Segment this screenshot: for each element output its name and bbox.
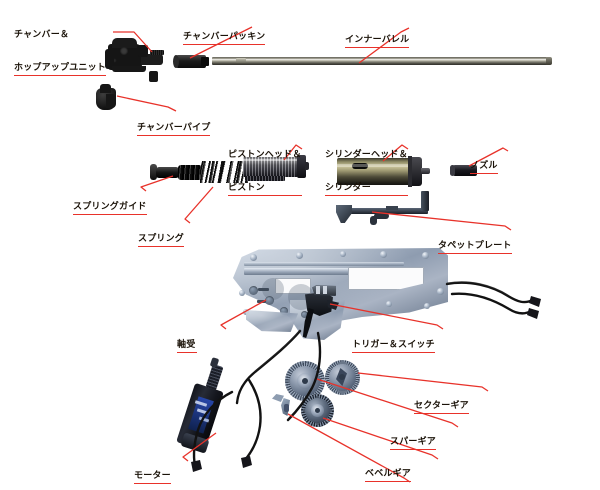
label-chamber-hopup: チャンバー＆ ホップアップユニット xyxy=(14,8,107,98)
label-bevel-gear: ベベルギア xyxy=(365,447,412,490)
label-anti-reversal-latch: 逆転防止ラッチ xyxy=(333,470,397,490)
hopup-small-block xyxy=(149,71,158,82)
label-chamber-pipe: チャンバーパイプ xyxy=(137,101,211,158)
label-motor: モーター xyxy=(134,449,171,490)
hopup-adjust-hole xyxy=(120,47,128,55)
label-tappet-plate: タペットプレート xyxy=(438,219,512,276)
label-inner-barrel: インナーバレル xyxy=(345,13,410,70)
label-spur-gear: スパーギア xyxy=(390,415,437,472)
piston-head xyxy=(297,155,306,178)
gearbox-window-right xyxy=(348,267,424,290)
bearing-hole-primary xyxy=(265,296,274,305)
motor-pinion-gear xyxy=(205,363,224,391)
label-cylinder-head-and-cylinder: シリンダーヘッド＆ シリンダー xyxy=(325,128,408,218)
label-chamber-packing: チャンバーパッキン xyxy=(183,10,266,67)
label-spring-guide: スプリングガイド xyxy=(73,180,147,237)
label-piston-head-and-piston: ピストンヘッド＆ ピストン xyxy=(228,128,302,218)
label-nozzle: ノズル xyxy=(470,139,498,196)
cylinder-head xyxy=(411,157,422,186)
label-trigger-and-switch: トリガー＆スイッチ xyxy=(352,318,435,375)
tappet-nozzle-fork xyxy=(336,205,352,223)
piston-rack-teeth xyxy=(245,176,285,181)
label-bearing: 軸受 xyxy=(177,318,197,375)
label-spring: スプリング xyxy=(138,212,185,269)
label-sector-gear: セクターギア xyxy=(414,379,469,436)
cylinder-port-slot xyxy=(352,163,368,169)
gearbox-window-left xyxy=(275,278,311,294)
trigger xyxy=(302,308,314,338)
